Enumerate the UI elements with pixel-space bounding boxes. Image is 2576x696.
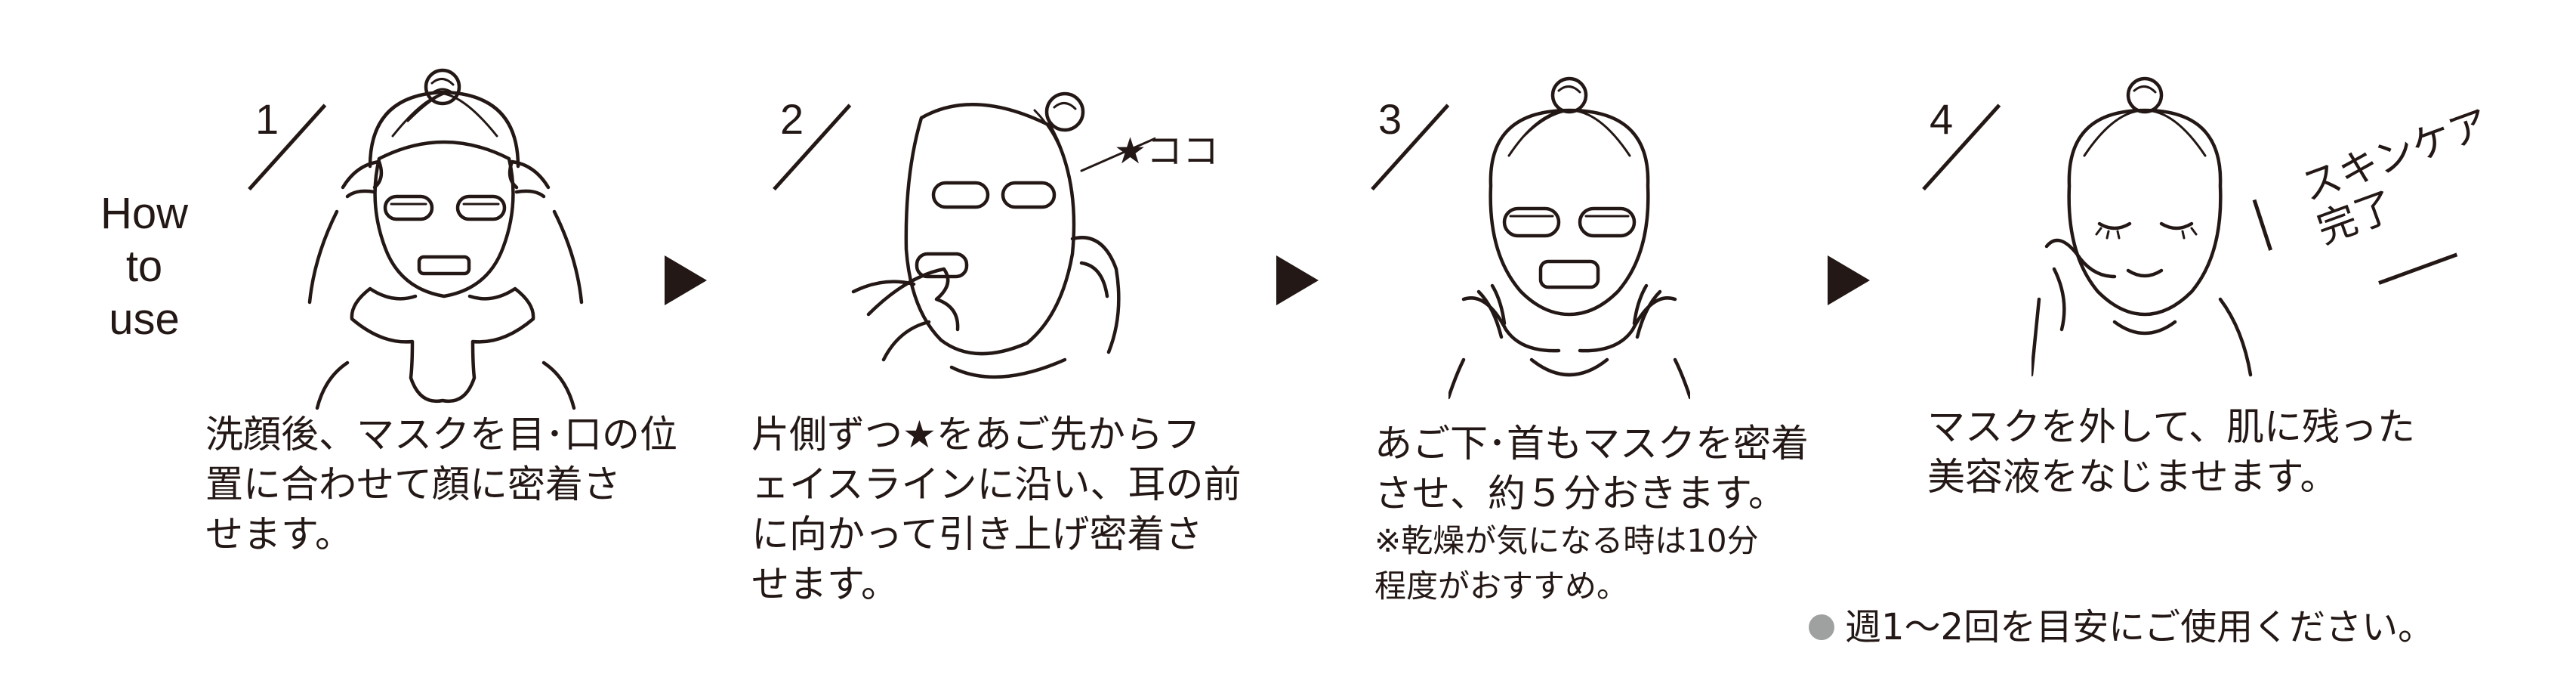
next-arrow-1 — [665, 255, 707, 305]
step-2-number: 2 — [780, 95, 804, 143]
bullet-icon — [1809, 614, 1834, 640]
step-2-illustration — [838, 65, 1155, 397]
how-to-use-line-2: to — [125, 242, 163, 291]
step-1-number: 1 — [255, 95, 279, 143]
step-3-illustration — [1448, 73, 1690, 405]
next-arrow-2 — [1276, 255, 1319, 305]
step-2-text: 片側ずつ★をあご先からフ ェイスラインに沿い、耳の前 に向かって引き上げ密着さ … — [751, 413, 1242, 606]
how-to-use-label: How to use — [72, 187, 216, 346]
step-4-sparkle-bottom — [2378, 252, 2458, 285]
step-4-illustration — [2031, 73, 2266, 390]
usage-frequency-note: 週1～2回を目安にご使用ください。 — [1809, 605, 2434, 650]
how-to-use-line-3: use — [109, 295, 180, 344]
next-arrow-3 — [1828, 255, 1870, 305]
step-3-number: 3 — [1378, 95, 1402, 143]
step-4-number: 4 — [1930, 95, 1954, 143]
step-3-text: あご下･首もマスクを密着 させ、約５分おきます。 — [1374, 422, 1809, 515]
step-4-text: マスクを外して、肌に残った 美容液をなじませます。 — [1927, 405, 2415, 499]
step-3-note: ※乾燥が気になる時は10分 程度がおすすめ。 — [1374, 522, 1759, 605]
step-1-text: 洗顔後、マスクを目･口の位 置に合わせて顔に密着さ せます。 — [205, 413, 677, 556]
step-2-callout: ★ココ — [1114, 130, 1220, 172]
how-to-use-line-1: How — [100, 189, 189, 238]
usage-frequency-text: 週1～2回を目安にご使用ください。 — [1845, 606, 2435, 648]
step-1-illustration — [295, 60, 597, 416]
step-4-callout: スキンケア 完了 — [2296, 101, 2495, 253]
